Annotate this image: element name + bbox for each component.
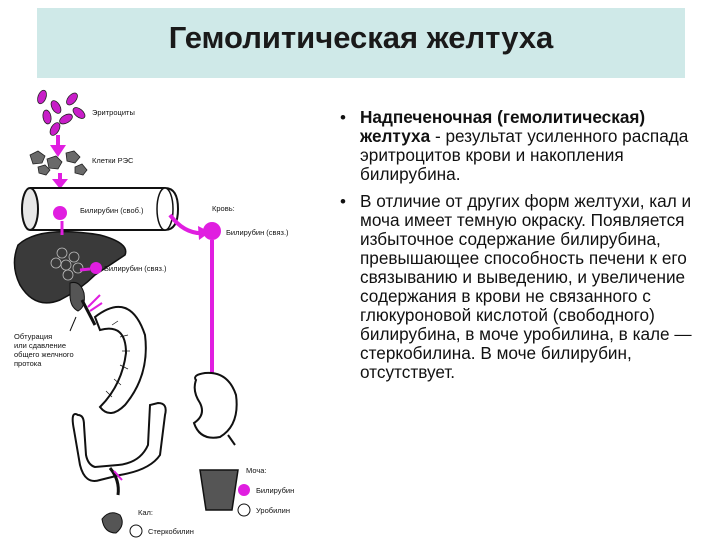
bullet-1-bold: Надпеченочная (гемолитическая) желтуха [360, 107, 646, 146]
label-urine-urobilin: Уробилин [256, 506, 290, 515]
label-bilirubin-bound-liver: Билирубин (связ.) [104, 264, 167, 273]
bilirubin-free-dot [53, 206, 67, 220]
label-urine-bilirubin: Билирубин [256, 486, 294, 495]
bullet-list: •Надпеченочная (гемолитическая) желтуха … [338, 108, 710, 390]
page-title: Гемолитическая желтуха [168, 20, 554, 55]
label-urine: Моча: [246, 466, 267, 475]
bullet-1-text: - результат усиленного распада эритроцит… [360, 126, 689, 184]
label-bilirubin-bound-blood: Билирубин (связ.) [226, 228, 289, 237]
label-obstruction-1: Обтурация [14, 332, 52, 341]
label-obstruction-2: или сдавление [14, 341, 66, 350]
label-feces: Кал: [138, 508, 153, 517]
res-cells-group [29, 150, 88, 176]
bullet-item-1: •Надпеченочная (гемолитическая) желтуха … [338, 108, 710, 184]
label-erythrocytes: Эритроциты [92, 108, 135, 117]
urine-bilirubin-dot [238, 484, 250, 496]
label-bilirubin-free: Билирубин (своб.) [80, 206, 144, 215]
bullet-dot-icon: • [340, 192, 346, 211]
bilirubin-bound-liver-dot [90, 262, 102, 274]
jaundice-diagram: Эритроциты Клетки РЭС Билирубин (своб.) … [13, 89, 294, 538]
bullet-2-text: В отличие от других форм желтухи, кал и … [360, 191, 692, 382]
label-res-cells: Клетки РЭС [92, 156, 134, 165]
bullet-item-2: • В отличие от других форм желтухи, кал и… [338, 192, 710, 382]
feces-stercobilin-dot [129, 524, 143, 538]
small-intestine [93, 306, 147, 414]
urine-urobilin-dot [237, 503, 251, 517]
kidney [192, 371, 238, 439]
gallbladder [69, 282, 85, 312]
bullet-dot-icon: • [340, 108, 346, 127]
label-feces-stercobilin: Стеркобилин [148, 527, 194, 536]
title-bar: Гемолитическая желтуха [37, 8, 685, 78]
bilirubin-bound-blood-dot [203, 222, 221, 240]
liver-lobules [50, 247, 84, 281]
erythrocytes-group [37, 89, 86, 136]
feces [101, 512, 123, 534]
blood-vessel [21, 187, 180, 231]
label-obstruction-4: протока [14, 359, 42, 368]
large-intestine [71, 401, 167, 482]
label-obstruction-3: общего желчного [14, 350, 74, 359]
urine-cup [199, 469, 239, 511]
label-blood: Кровь: [212, 204, 235, 213]
